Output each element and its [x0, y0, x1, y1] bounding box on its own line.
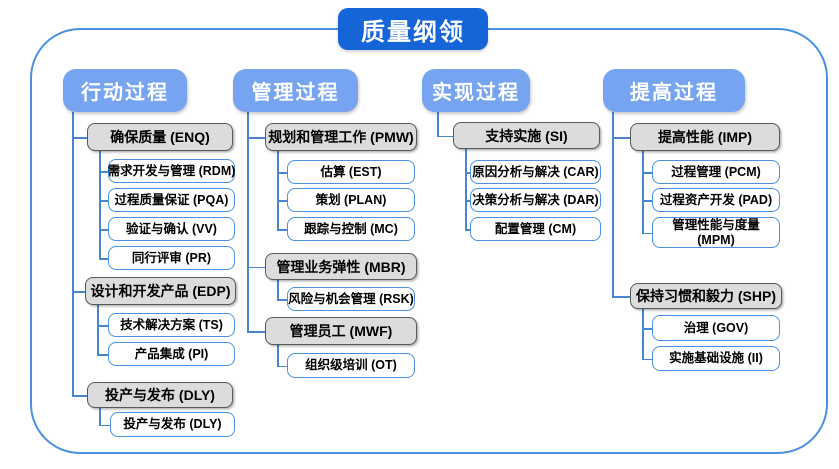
- item-box-rdm: 需求开发与管理 (RDM): [108, 159, 235, 183]
- item-box-vv: 验证与确认 (VV): [108, 217, 235, 241]
- group-box-mbr: 管理业务弹性 (MBR): [265, 253, 417, 280]
- item-box-dar: 决策分析与解决 (DAR): [470, 188, 601, 212]
- group-box-imp: 提高性能 (IMP): [630, 123, 780, 151]
- group-box-edp: 设计和开发产品 (EDP): [85, 277, 236, 305]
- connector-line: [465, 149, 467, 229]
- connector-line: [97, 305, 99, 354]
- connector-line: [72, 112, 74, 395]
- connector-line: [99, 408, 101, 425]
- item-box-dly2: 投产与发布 (DLY): [110, 412, 235, 437]
- item-box-ot: 组织级培训 (OT): [287, 353, 415, 378]
- item-box-mpm: 管理性能与度量 (MPM): [652, 217, 780, 248]
- item-box-plan: 策划 (PLAN): [287, 188, 415, 212]
- diagram-title: 质量纲领: [338, 8, 488, 50]
- item-box-mc: 跟踪与控制 (MC): [287, 217, 415, 241]
- connector-line: [612, 112, 614, 296]
- connector-line: [277, 365, 287, 367]
- item-box-ts: 技术解决方案 (TS): [108, 313, 235, 337]
- connector-line: [97, 354, 108, 356]
- connector-line: [72, 395, 87, 397]
- connector-line: [642, 232, 652, 234]
- connector-line: [642, 328, 652, 330]
- connector-line: [277, 229, 287, 231]
- connector-line: [247, 331, 265, 333]
- group-box-si: 支持实施 (SI): [453, 122, 600, 149]
- connector-line: [99, 424, 110, 426]
- item-box-pad: 过程资产开发 (PAD): [652, 188, 780, 212]
- item-box-pi: 产品集成 (PI): [108, 342, 235, 366]
- column-header-management-process: 管理过程: [233, 69, 358, 112]
- connector-line: [277, 299, 287, 301]
- connector-line: [437, 135, 453, 137]
- connector-line: [612, 296, 630, 298]
- connector-line: [465, 229, 470, 231]
- item-box-est: 估算 (EST): [287, 160, 415, 184]
- connector-line: [277, 280, 279, 299]
- connector-line: [247, 112, 249, 331]
- item-box-ii: 实施基础设施 (II): [652, 346, 780, 371]
- connector-line: [642, 309, 644, 359]
- group-box-mwf: 管理员工 (MWF): [265, 317, 417, 345]
- connector-line: [642, 172, 652, 174]
- group-box-shp: 保持习惯和毅力 (SHP): [630, 283, 782, 309]
- column-header-improvement-process: 提高过程: [603, 69, 745, 112]
- connector-line: [277, 200, 287, 202]
- connector-line: [99, 258, 108, 260]
- connector-line: [247, 266, 265, 268]
- connector-line: [465, 172, 470, 174]
- connector-line: [99, 200, 108, 202]
- item-box-rsk: 风险与机会管理 (RSK): [287, 287, 415, 311]
- column-header-action-process: 行动过程: [63, 69, 187, 112]
- connector-line: [247, 137, 265, 139]
- connector-line: [465, 200, 470, 202]
- group-box-pmw: 规划和管理工作 (PMW): [265, 123, 417, 151]
- connector-line: [277, 345, 279, 366]
- connector-line: [99, 229, 108, 231]
- group-box-enq: 确保质量 (ENQ): [87, 123, 233, 151]
- item-box-pcm: 过程管理 (PCM): [652, 160, 780, 184]
- item-box-pr: 同行评审 (PR): [108, 246, 235, 270]
- connector-line: [642, 200, 652, 202]
- connector-line: [99, 171, 108, 173]
- connector-line: [642, 358, 652, 360]
- item-box-pqa: 过程质量保证 (PQA): [108, 188, 235, 212]
- group-box-dly: 投产与发布 (DLY): [87, 382, 233, 408]
- connector-line: [612, 137, 630, 139]
- item-box-car: 原因分析与解决 (CAR): [470, 160, 601, 184]
- connector-line: [437, 112, 439, 136]
- column-header-realization-process: 实现过程: [422, 69, 530, 112]
- connector-line: [277, 172, 287, 174]
- item-box-cm: 配置管理 (CM): [470, 217, 601, 241]
- connector-line: [97, 325, 108, 327]
- connector-line: [277, 151, 279, 229]
- connector-line: [99, 151, 101, 258]
- item-box-gov: 治理 (GOV): [652, 315, 780, 341]
- connector-line: [72, 291, 85, 293]
- connector-line: [72, 137, 87, 139]
- connector-line: [642, 151, 644, 233]
